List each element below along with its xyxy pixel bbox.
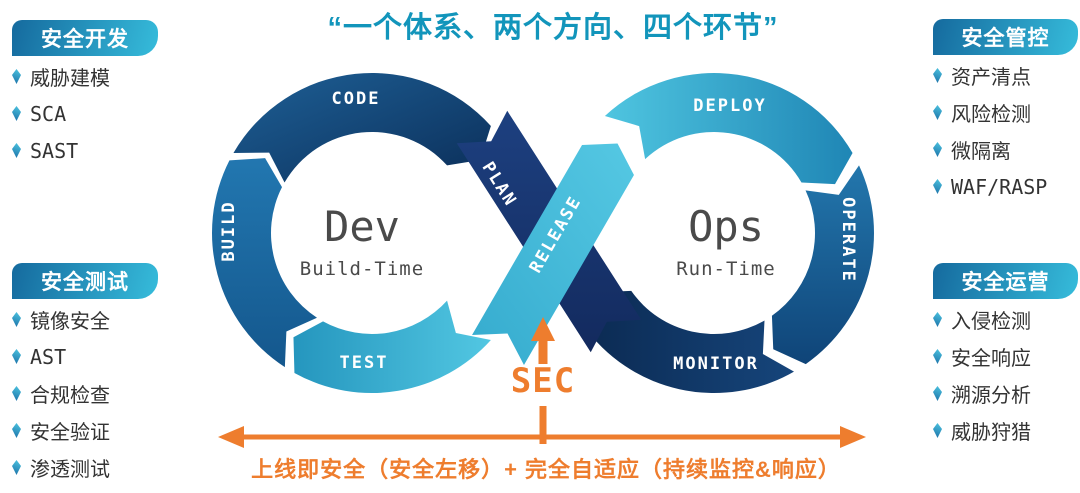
operate-arc-segment: [771, 165, 874, 365]
panel-secure-control: 安全管控 资产清点风险检测微隔离 WAF/RASP: [933, 19, 1078, 205]
list-item-label: 威胁狩猎: [951, 420, 1031, 444]
sec-arrows: [218, 317, 866, 448]
list-item: 威胁狩猎: [933, 412, 1078, 449]
sec-connector-line: [539, 406, 547, 444]
secure-test-badge: 安全测试: [12, 263, 158, 299]
list-item-label: 微隔离: [951, 139, 1011, 163]
cross-ribbons: [456, 110, 642, 366]
list-item: 威胁建模: [12, 58, 158, 95]
list-item-label: AST: [30, 344, 67, 369]
list-item-label: 渗透测试: [30, 457, 110, 481]
list-item-label: 安全验证: [30, 420, 110, 444]
dev-title: Dev: [324, 202, 400, 251]
code-arc-label: CODE: [332, 89, 381, 109]
list-item: WAF/RASP: [933, 168, 1078, 205]
list-item-label: 威胁建模: [30, 66, 110, 90]
diamond-bullet-icon: [933, 386, 942, 401]
operate-arc-label: OPERATE: [838, 197, 858, 283]
list-item-label: SAST: [30, 138, 79, 163]
page-title: “一个体系、两个方向、四个环节”: [327, 12, 779, 44]
list-item-label: 溯源分析: [951, 383, 1031, 407]
build-arc-label: BUILD: [219, 200, 239, 261]
list-item: 微隔离: [933, 131, 1078, 168]
list-item: 合规检查: [12, 375, 158, 412]
list-item-label: 风险检测: [951, 102, 1031, 126]
list-item: 入侵检测: [933, 301, 1078, 338]
secure-control-item-list: 资产清点风险检测微隔离 WAF/RASP: [933, 57, 1078, 205]
diamond-bullet-icon: [933, 142, 942, 157]
build-arc-segment: [212, 158, 317, 368]
list-item: 风险检测: [933, 94, 1078, 131]
list-item-label: 镜像安全: [30, 309, 110, 333]
secure-dev-badge: 安全开发: [12, 20, 158, 56]
list-item-label: 入侵检测: [951, 309, 1031, 333]
secure-ops-item-list: 入侵检测安全响应溯源分析威胁狩猎: [933, 301, 1078, 449]
ops-title: Ops: [688, 202, 764, 251]
secure-control-badge: 安全管控: [933, 19, 1078, 55]
diamond-bullet-icon: [933, 312, 942, 327]
bottom-arrow-left-head-icon: [218, 426, 244, 448]
list-item: 溯源分析: [933, 375, 1078, 412]
monitor-arc-label: MONITOR: [673, 354, 759, 374]
deploy-arc-segment: [604, 72, 853, 185]
diamond-bullet-icon: [12, 386, 21, 401]
diamond-bullet-icon: [12, 143, 21, 158]
list-item: SAST: [12, 132, 158, 169]
list-item: 安全响应: [933, 338, 1078, 375]
list-item-label: SCA: [30, 101, 67, 126]
diamond-bullet-icon: [933, 179, 942, 194]
secure-ops-badge: 安全运营: [933, 263, 1078, 299]
secure-test-item-list: 镜像安全 AST 合规检查安全验证渗透测试: [12, 301, 158, 486]
dev-subtitle: Build-Time: [300, 258, 424, 280]
panel-secure-test: 安全测试 镜像安全 AST 合规检查安全验证渗透测试: [12, 263, 158, 486]
diamond-bullet-icon: [933, 105, 942, 120]
diamond-bullet-icon: [933, 423, 942, 438]
code-arc-segment: [233, 72, 491, 183]
deploy-arc-label: DEPLOY: [693, 96, 766, 116]
diamond-bullet-icon: [12, 423, 21, 438]
diamond-bullet-icon: [12, 106, 21, 121]
list-item-label: 资产清点: [951, 65, 1031, 89]
list-item: 安全验证: [12, 412, 158, 449]
secure-dev-item-list: 威胁建模 SCA SAST: [12, 58, 158, 169]
sec-up-arrow-icon: [531, 317, 555, 364]
bottom-double-arrow-shaft: [242, 434, 842, 440]
ops-subtitle: Run-Time: [676, 258, 776, 280]
list-item: AST: [12, 338, 158, 375]
release-ribbon: [472, 143, 634, 366]
panel-secure-ops: 安全运营 入侵检测安全响应溯源分析威胁狩猎: [933, 263, 1078, 449]
diamond-bullet-icon: [12, 312, 21, 327]
list-item-label: 合规检查: [30, 383, 110, 407]
list-item: SCA: [12, 95, 158, 132]
diamond-bullet-icon: [12, 69, 21, 84]
list-item: 资产清点: [933, 57, 1078, 94]
bottom-annotation: 上线即安全（安全左移）+ 完全自适应（持续监控&响应）: [251, 457, 841, 482]
list-item-label: WAF/RASP: [951, 174, 1048, 199]
list-item-label: 安全响应: [951, 346, 1031, 370]
test-arc-label: TEST: [340, 353, 389, 373]
diamond-bullet-icon: [12, 349, 21, 364]
list-item: 渗透测试: [12, 449, 158, 486]
test-arc-segment: [293, 300, 491, 393]
sec-label: SEC: [511, 361, 575, 401]
list-item: 镜像安全: [12, 301, 158, 338]
diamond-bullet-icon: [933, 68, 942, 83]
panel-secure-dev: 安全开发 威胁建模 SCA SAST: [12, 20, 158, 169]
bottom-arrow-right-head-icon: [840, 426, 866, 448]
diamond-bullet-icon: [933, 349, 942, 364]
diamond-bullet-icon: [12, 460, 21, 475]
